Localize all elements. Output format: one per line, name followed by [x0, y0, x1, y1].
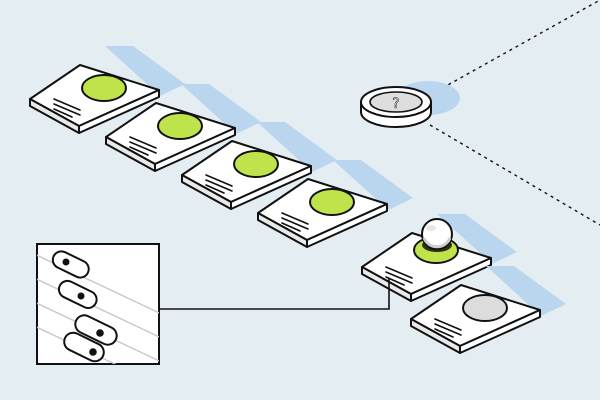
dotted-connector-lines: [429, 0, 600, 226]
step-card-3[interactable]: [181, 122, 337, 210]
step-card-1[interactable]: [29, 46, 185, 134]
inset-connector-line: [159, 278, 390, 310]
step-card-5-current[interactable]: [361, 214, 517, 302]
question-coin-icon: ?: [360, 81, 460, 128]
step-card-4[interactable]: [257, 160, 413, 248]
lime-circle-icon: [81, 74, 127, 102]
lime-circle-icon: [157, 112, 203, 140]
step-card-6-empty[interactable]: [410, 266, 566, 354]
inset-detail-box: [36, 243, 160, 365]
marble-on-lime-icon: [413, 218, 459, 264]
coin-glyph: ?: [392, 96, 399, 112]
empty-circle-icon: [462, 294, 508, 322]
lime-circle-icon: [233, 150, 279, 178]
lime-circle-icon: [309, 188, 355, 216]
step-card-2[interactable]: [105, 84, 261, 172]
pill-toggles-icon: [37, 250, 159, 364]
